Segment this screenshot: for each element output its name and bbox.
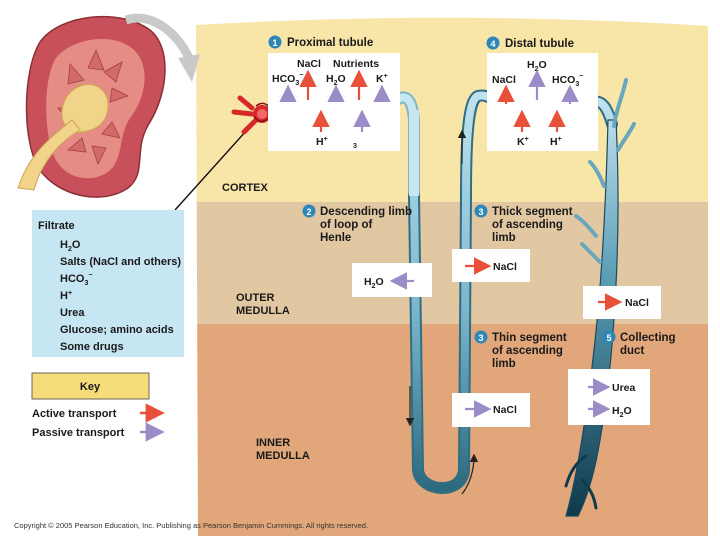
distal-exchange-box: H2O NaCl HCO3− K+ H+ — [487, 53, 598, 151]
svg-text:H2O: H2O — [527, 59, 547, 73]
svg-text:of ascending: of ascending — [492, 219, 563, 231]
svg-text:H2O: H2O — [364, 276, 384, 290]
svg-text:limb: limb — [492, 358, 516, 370]
step-proximal: 1 Proximal tubule — [268, 35, 373, 49]
thick-nacl-box: NaCl — [452, 249, 530, 282]
inner-medulla-zone — [196, 324, 708, 536]
step-thin-ascending: 3 Thin segment of ascending limb — [474, 330, 567, 370]
descending-h2o-box: H2O — [352, 263, 432, 297]
svg-text:3: 3 — [478, 333, 483, 343]
legend-active-label: Active transport — [32, 408, 117, 420]
step-distal: 4 Distal tubule — [486, 36, 574, 50]
svg-text:H+: H+ — [60, 290, 72, 302]
proximal-exchange-box: NaCl Nutrients HCO3− H2O K+ H+ 3 — [268, 53, 400, 151]
svg-text:H2O: H2O — [326, 73, 346, 87]
legend-passive-label: Passive transport — [32, 427, 125, 439]
svg-text:Nutrients: Nutrients — [333, 58, 379, 70]
svg-text:H+: H+ — [550, 136, 562, 148]
svg-text:H2O: H2O — [612, 405, 632, 419]
outer-medulla-label-1: OUTER — [236, 292, 275, 304]
svg-text:Thin segment: Thin segment — [492, 332, 567, 344]
collecting-nacl-box: NaCl — [583, 286, 661, 319]
inner-medulla-label-2: MEDULLA — [256, 450, 310, 462]
svg-text:Descending limb: Descending limb — [320, 206, 412, 218]
svg-text:NaCl: NaCl — [493, 404, 517, 416]
outer-medulla-label-2: MEDULLA — [236, 305, 290, 317]
collecting-urea-h2o-box: Urea H2O — [568, 369, 650, 425]
svg-text:2: 2 — [306, 207, 311, 217]
svg-text:HCO3−: HCO3− — [552, 73, 583, 88]
svg-text:duct: duct — [620, 345, 644, 357]
svg-text:4: 4 — [490, 39, 495, 49]
flow-arrow-bend — [461, 453, 479, 495]
glomerulus-pointer — [174, 119, 257, 211]
svg-text:Proximal tubule: Proximal tubule — [287, 37, 373, 49]
svg-text:limb: limb — [492, 232, 516, 244]
filtrate-panel: Filtrate H2O Salts (NaCl and others) HCO… — [32, 210, 184, 357]
svg-text:Urea: Urea — [60, 307, 85, 319]
svg-text:5: 5 — [606, 333, 611, 343]
svg-text:3: 3 — [478, 207, 483, 217]
step-thick-ascending: 3 Thick segment of ascending limb — [474, 204, 573, 244]
svg-text:NaCl: NaCl — [493, 261, 517, 273]
svg-text:Glucose; amino acids: Glucose; amino acids — [60, 324, 174, 336]
svg-text:HCO3−: HCO3− — [272, 72, 303, 87]
svg-text:Key: Key — [80, 381, 101, 393]
kidney-illustration — [17, 13, 200, 198]
svg-text:of loop of: of loop of — [320, 219, 373, 231]
legend-key: Key Active transport Passive transport — [31, 372, 165, 442]
svg-text:Distal tubule: Distal tubule — [505, 38, 574, 50]
cortex-label: CORTEX — [222, 182, 269, 194]
copyright-text: Copyright © 2005 Pearson Education, Inc.… — [14, 521, 368, 530]
svg-text:HCO3−: HCO3− — [60, 272, 92, 287]
svg-text:Collecting: Collecting — [620, 332, 676, 344]
svg-text:NaCl: NaCl — [625, 297, 649, 309]
svg-text:K+: K+ — [376, 73, 388, 85]
svg-text:1: 1 — [272, 38, 277, 48]
step-descending: 2 Descending limb of loop of Henle — [302, 204, 412, 244]
svg-text:Salts (NaCl and others): Salts (NaCl and others) — [60, 256, 181, 268]
svg-text:Thick segment: Thick segment — [492, 206, 573, 218]
svg-text:Henle: Henle — [320, 232, 351, 244]
svg-text:NaCl: NaCl — [297, 58, 321, 70]
svg-text:Urea: Urea — [612, 382, 636, 394]
svg-text:3: 3 — [353, 143, 357, 150]
svg-text:NaCl: NaCl — [492, 74, 516, 86]
svg-text:K+: K+ — [517, 136, 529, 148]
filtrate-title: Filtrate — [38, 220, 75, 232]
svg-text:H+: H+ — [316, 136, 328, 148]
inner-medulla-label-1: INNER — [256, 437, 290, 449]
svg-text:of ascending: of ascending — [492, 345, 563, 357]
thin-nacl-box: NaCl — [452, 393, 530, 427]
svg-text:Some drugs: Some drugs — [60, 341, 124, 353]
svg-text:H2O: H2O — [60, 239, 81, 253]
step-collecting: 5 Collecting duct — [602, 330, 676, 357]
